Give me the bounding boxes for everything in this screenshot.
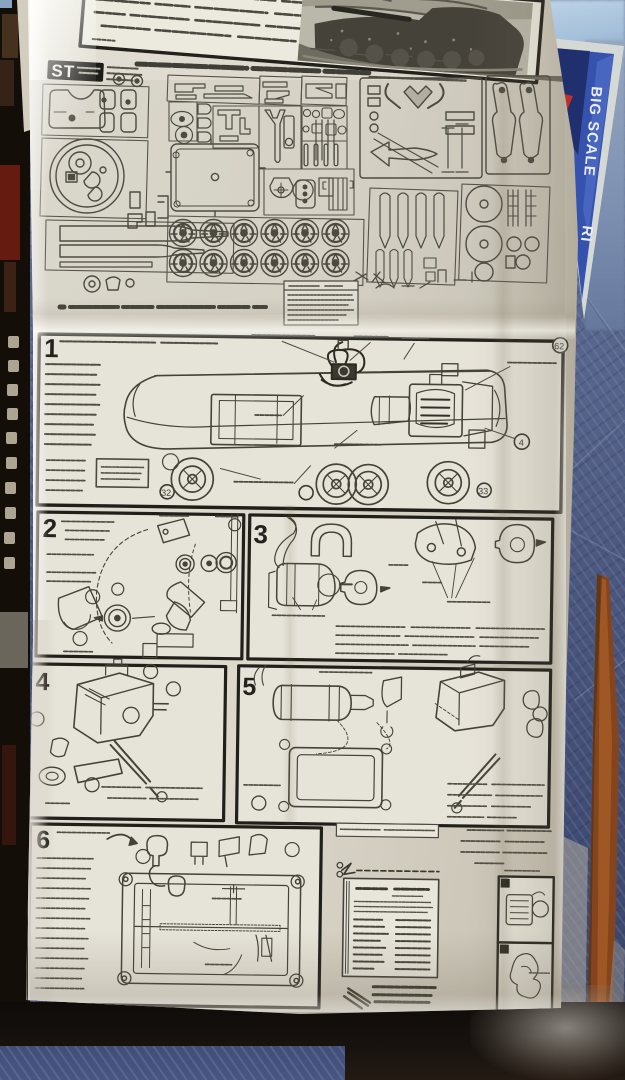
svg-text:4: 4 [519,438,524,448]
svg-text:ST: ST [51,61,76,81]
svg-text:62: 62 [554,341,564,351]
svg-text:3: 3 [253,519,268,549]
svg-text:RI: RI [577,225,596,244]
svg-text:33: 33 [478,486,488,496]
svg-text:6: 6 [36,826,50,854]
svg-text:1: 1 [44,333,59,363]
svg-text:4: 4 [35,668,49,696]
svg-text:2: 2 [42,513,57,543]
svg-text:5: 5 [242,673,256,701]
svg-text:32: 32 [161,488,171,498]
